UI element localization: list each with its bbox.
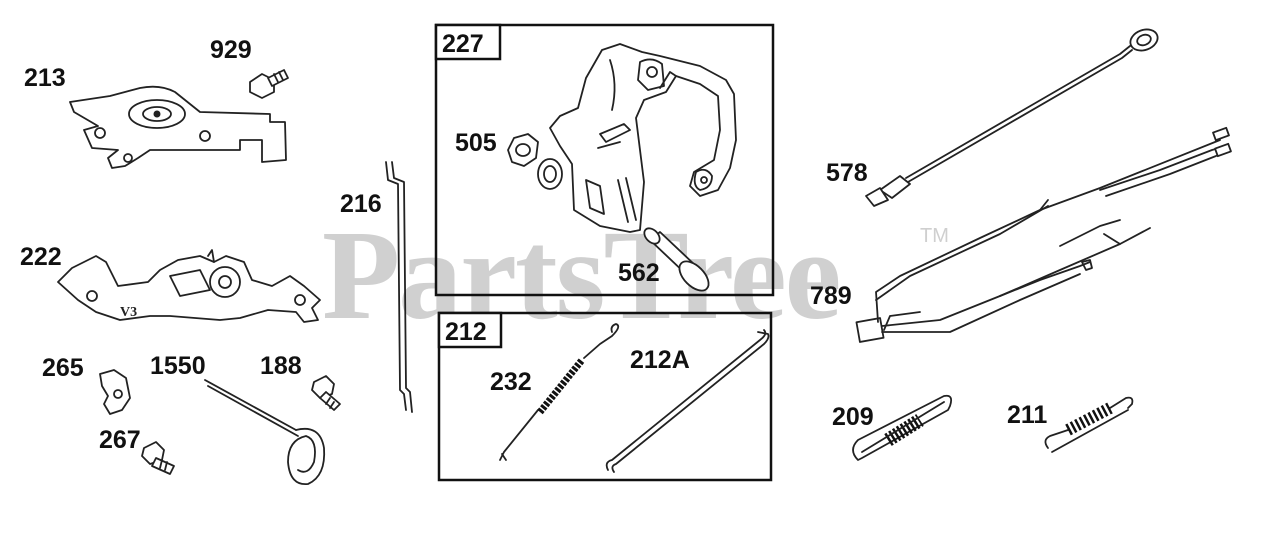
label-209[interactable]: 209 bbox=[832, 403, 874, 431]
part-211-drawing[interactable] bbox=[1044, 396, 1134, 453]
part-929-drawing[interactable] bbox=[249, 69, 289, 99]
part-213-drawing[interactable] bbox=[69, 85, 287, 169]
box-227-tab bbox=[434, 23, 502, 61]
label-505[interactable]: 505 bbox=[455, 129, 497, 157]
label-265[interactable]: 265 bbox=[42, 354, 84, 382]
label-232[interactable]: 232 bbox=[490, 368, 532, 396]
label-1550[interactable]: 1550 bbox=[150, 352, 206, 380]
part-267-drawing[interactable] bbox=[141, 441, 175, 475]
watermark-text: PartsTree bbox=[322, 204, 839, 346]
label-789[interactable]: 789 bbox=[810, 282, 852, 310]
watermark-trademark: TM bbox=[920, 225, 949, 247]
part-216-drawing[interactable] bbox=[385, 161, 413, 413]
box-227-label[interactable]: 227 bbox=[442, 30, 484, 58]
part-232-drawing[interactable] bbox=[499, 323, 620, 461]
part-789-drawing[interactable] bbox=[855, 126, 1232, 343]
part-212A-drawing[interactable] bbox=[605, 329, 770, 473]
label-222[interactable]: 222 bbox=[20, 243, 62, 271]
label-211[interactable]: 211 bbox=[1007, 401, 1047, 429]
box-212 bbox=[437, 311, 773, 482]
part-265-drawing[interactable] bbox=[99, 369, 131, 415]
part-188-drawing[interactable] bbox=[311, 375, 341, 411]
label-188[interactable]: 188 bbox=[260, 352, 302, 380]
part-209-drawing[interactable] bbox=[852, 394, 953, 461]
label-212A[interactable]: 212A bbox=[630, 346, 690, 374]
label-929[interactable]: 929 bbox=[210, 36, 252, 64]
part-562-drawing[interactable] bbox=[641, 225, 713, 295]
box-212-tab bbox=[437, 311, 503, 349]
label-267[interactable]: 267 bbox=[99, 426, 141, 454]
label-562[interactable]: 562 bbox=[618, 259, 660, 287]
label-578[interactable]: 578 bbox=[826, 159, 868, 187]
part-227-drawing[interactable] bbox=[549, 43, 737, 233]
box-227 bbox=[434, 23, 775, 297]
part-222-drawing[interactable]: V3 bbox=[57, 249, 321, 323]
label-213[interactable]: 213 bbox=[24, 64, 66, 92]
part-505-drawing[interactable] bbox=[507, 133, 563, 190]
v3-marking: V3 bbox=[120, 305, 137, 320]
label-216[interactable]: 216 bbox=[340, 190, 382, 218]
part-578-drawing[interactable] bbox=[865, 26, 1161, 207]
part-1550-drawing[interactable] bbox=[204, 379, 326, 485]
box-212-label[interactable]: 212 bbox=[445, 318, 487, 346]
